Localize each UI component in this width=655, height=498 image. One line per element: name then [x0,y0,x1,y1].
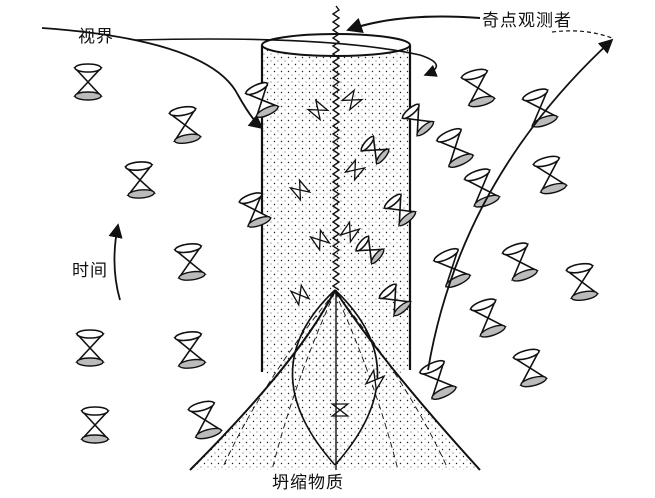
light-cone [459,68,497,108]
singularity-observer-label: 奇点观测者 [482,11,572,31]
light-cones [73,63,600,444]
tilted-light-cone [306,98,330,122]
tilted-light-cone [338,220,362,244]
light-cone [354,234,386,266]
observer-pointer-arrow [346,15,481,33]
light-cone [382,192,418,228]
light-cone [500,242,540,282]
light-cone [73,63,103,101]
light-cone [418,359,458,400]
matter-left-edge [189,289,336,471]
light-cone [468,298,508,338]
light-cone [435,127,475,168]
matter-lens-left [291,289,336,466]
matter-worldline [222,291,336,469]
matter-stipple [190,290,480,470]
light-cone [359,134,391,166]
tilted-light-cone [289,283,311,307]
matter-right-edge [334,289,481,471]
light-cone [123,161,157,199]
light-cone [432,247,472,288]
light-cone [167,105,203,145]
tilted-light-cone [288,178,312,202]
horizon-wrap-arrow [134,38,438,77]
singularity-zigzag [331,5,341,291]
time-label: 时间 [72,261,108,281]
observer-dash [551,30,613,39]
light-cone [531,155,569,195]
light-cone [80,406,110,444]
tilted-light-cone [340,88,364,112]
light-cone [186,400,224,440]
light-cone [377,282,413,318]
light-cone [173,242,207,281]
observer-worldline [427,38,614,371]
light-cone [400,102,436,138]
light-cone [520,88,560,128]
annotation-arrows [41,15,614,371]
matter-lens-right [334,289,379,466]
matter-worldline [272,291,336,469]
horizon-label: 视界 [78,27,114,47]
singularity-line [331,5,341,470]
light-cone [511,348,549,388]
matter-worldline [334,291,448,469]
light-cone [237,192,273,228]
tilted-light-cone [308,228,332,252]
time-arrow [108,223,123,301]
light-cone [462,168,502,208]
light-cone [173,330,207,369]
collapsing-matter-label: 坍缩物质 [272,473,344,493]
light-cone [75,329,105,367]
light-cone [244,81,280,119]
tilted-light-cone [343,158,367,182]
tilted-light-cone [364,368,386,392]
light-cone [564,262,600,302]
horizon-pointer-arrow [41,27,264,130]
